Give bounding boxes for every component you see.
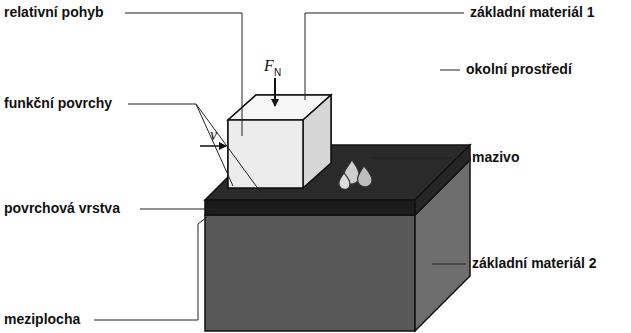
part-label: funkční povrchy <box>4 95 112 112</box>
part-label: povrchová vrstva <box>4 200 120 217</box>
leader-line <box>372 158 466 159</box>
part-label: meziplocha <box>4 311 80 328</box>
part-label: základní materiál 2 <box>472 255 597 272</box>
leader-lines <box>94 13 466 320</box>
cube-side <box>303 95 331 188</box>
leader-line <box>432 264 466 265</box>
part-label: základní materiál 1 <box>470 4 595 21</box>
part-label: relativní pohyb <box>4 4 104 21</box>
part-label: okolní prostředí <box>466 61 572 78</box>
leader-line <box>305 13 464 100</box>
surface-layer-side <box>415 145 470 215</box>
surface-layer-front <box>205 200 415 215</box>
leader-line <box>140 209 209 210</box>
normal-force-arrow <box>274 78 276 106</box>
leader-line <box>196 104 262 194</box>
leader-line <box>440 70 460 71</box>
leader-line <box>128 104 196 105</box>
force-subscript: N <box>274 67 281 79</box>
part-label: mazivo <box>472 149 519 166</box>
lubricant-drop <box>339 173 350 189</box>
velocity-arrow <box>200 145 226 147</box>
base-block-front <box>205 215 415 331</box>
velocity-symbol: v <box>210 125 217 144</box>
lubricant-drop <box>357 166 372 187</box>
leader-line <box>125 13 242 136</box>
leader-line <box>94 217 207 320</box>
force-symbol: F <box>264 56 274 75</box>
cube-front <box>228 120 303 188</box>
leader-line <box>196 104 233 186</box>
cube-outline <box>228 95 331 188</box>
